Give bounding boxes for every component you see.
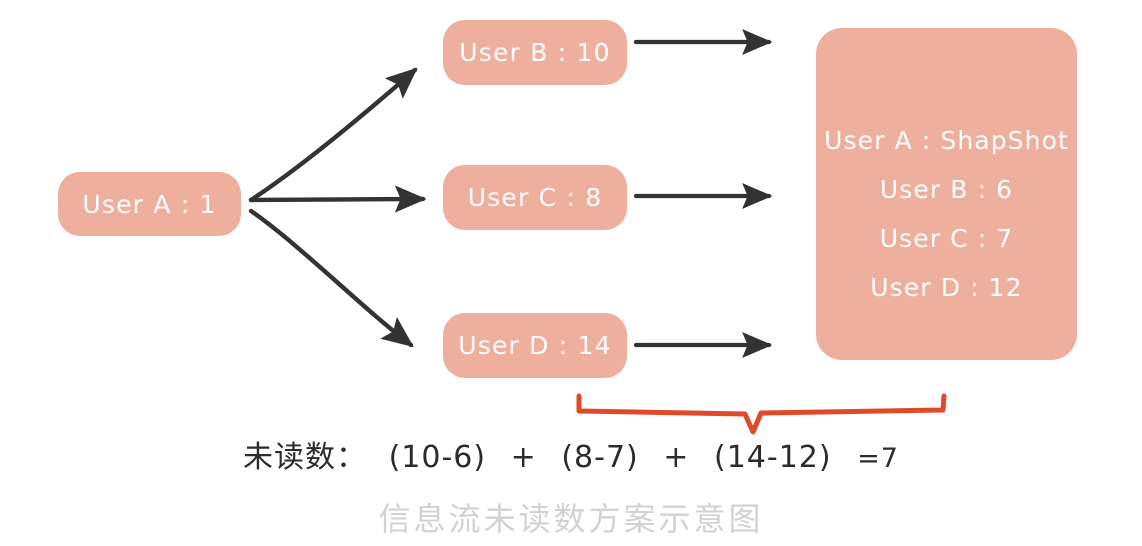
formula-term-2: (8-7)	[561, 440, 639, 475]
formula-operator-1: +	[510, 440, 537, 475]
snapshot-entry-user-d: User D : 12	[870, 273, 1023, 302]
snapshot-panel[interactable]: User A : ShapShot User B : 6 User C : 7 …	[816, 28, 1077, 360]
formula-operator-2: +	[663, 440, 690, 475]
arrow-user-a-to-user-b	[248, 67, 418, 203]
node-user-d[interactable]: User D : 14	[443, 313, 627, 378]
formula-result: =7	[857, 443, 899, 474]
snapshot-arrow-group	[633, 28, 773, 359]
snapshot-entry-user-c: User C : 7	[879, 224, 1014, 253]
diagram-caption: 信息流未读数方案示意图	[378, 500, 764, 538]
formula-label: 未读数：	[243, 440, 368, 475]
formula-term-3: (14-12)	[713, 440, 832, 475]
node-user-a[interactable]: User A : 1	[58, 172, 241, 236]
arrow-user-a-to-user-c	[248, 185, 427, 213]
unread-brace	[576, 393, 947, 435]
snapshot-title: User A : ShapShot	[824, 126, 1069, 155]
fanout-arrow-group	[248, 67, 427, 348]
node-user-c[interactable]: User C : 8	[443, 165, 627, 230]
arrow-user-a-to-user-d	[248, 208, 414, 348]
node-user-b-label: User B : 10	[459, 38, 611, 67]
snapshot-list: User A : ShapShot User B : 6 User C : 7 …	[816, 116, 1077, 312]
node-user-d-label: User D : 14	[458, 331, 612, 360]
node-user-c-label: User C : 8	[467, 183, 603, 212]
node-user-b[interactable]: User B : 10	[443, 20, 627, 85]
snapshot-entry-user-b: User B : 6	[879, 175, 1014, 204]
unread-formula: 未读数： (10-6) + (8-7) + (14-12) =7	[0, 432, 1142, 476]
formula-term-1: (10-6)	[388, 440, 487, 475]
node-user-a-label: User A : 1	[82, 189, 217, 219]
